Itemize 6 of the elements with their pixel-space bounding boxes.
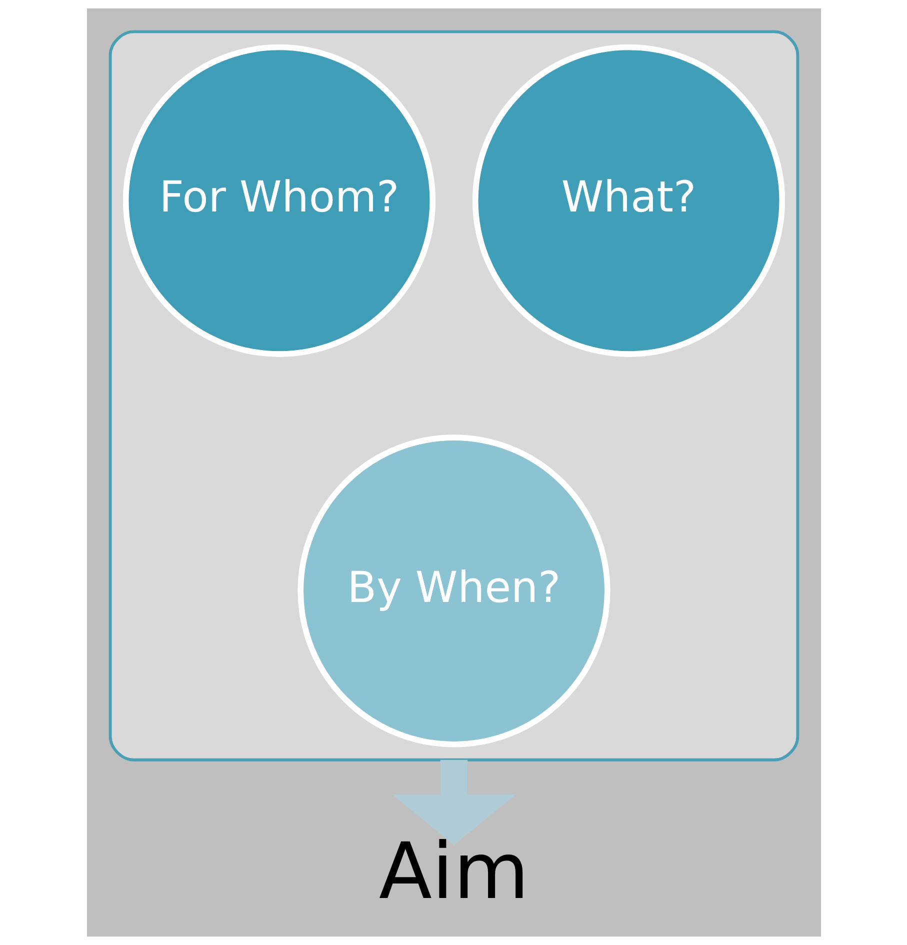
node-circle: For Whom? xyxy=(122,44,436,357)
node-circle: What? xyxy=(472,44,785,357)
node-circle: By When? xyxy=(297,434,610,748)
arrow xyxy=(392,760,516,845)
node-text: Aim xyxy=(378,826,529,917)
cluster xyxy=(108,30,799,762)
